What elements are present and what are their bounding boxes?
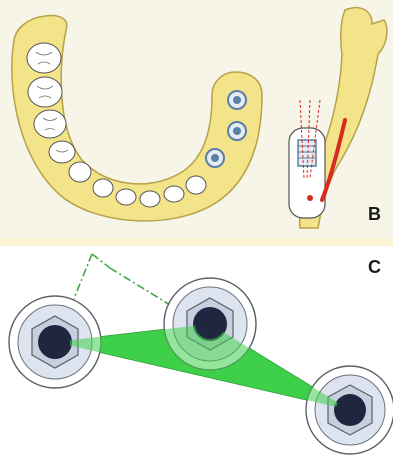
implant-2 (228, 122, 246, 140)
tooth-incisor-2 (140, 191, 160, 207)
tooth-incisor-1 (116, 189, 136, 205)
tooth-molar-1 (27, 43, 61, 73)
tooth-incisor-3 (164, 186, 184, 202)
panel-c-label: C (368, 258, 381, 276)
implant-1 (228, 91, 246, 109)
tooth-incisor-4 (186, 176, 206, 194)
implant-3 (206, 149, 224, 167)
panel-c-drawing (0, 246, 393, 459)
tooth-premolar-2 (69, 162, 91, 182)
panel-b: B (0, 0, 393, 238)
tooth-molar-3 (34, 110, 66, 138)
panel-b-drawing (0, 0, 393, 238)
tooth-molar-2 (28, 77, 62, 107)
tooth-canine (93, 179, 113, 197)
panel-b-label: B (368, 205, 381, 223)
panel-c (0, 246, 393, 459)
cross-section-implant (298, 140, 316, 166)
panel-divider (0, 238, 393, 246)
nerve-dot (307, 195, 313, 201)
